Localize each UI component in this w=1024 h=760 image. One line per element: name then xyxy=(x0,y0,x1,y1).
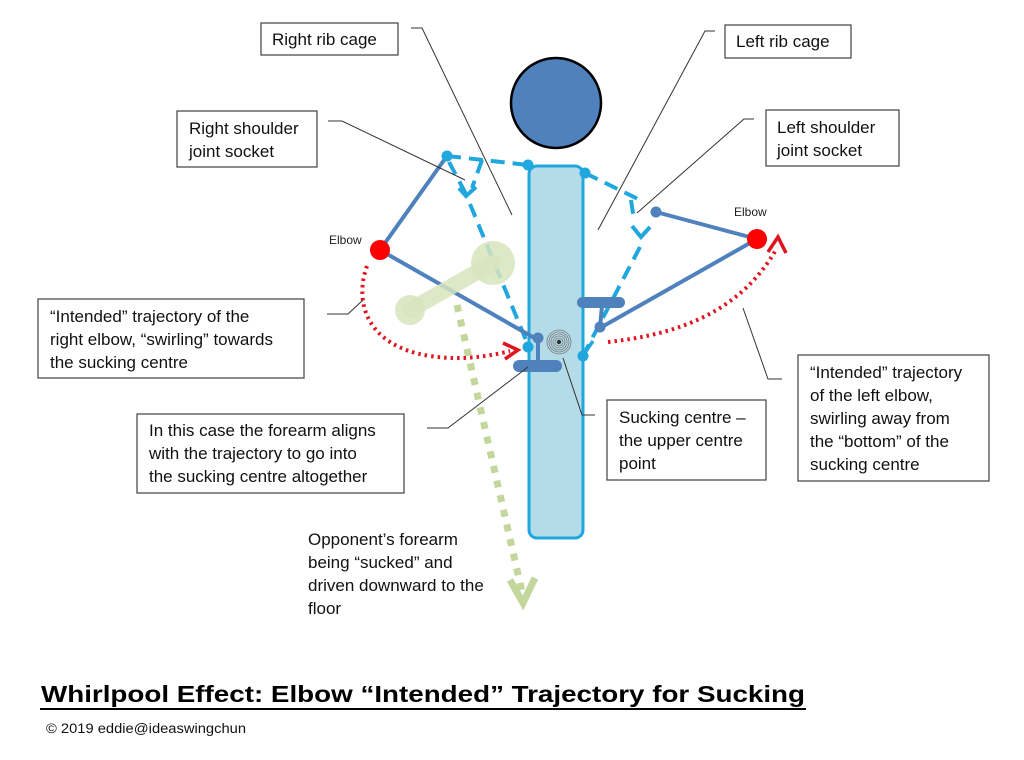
left-rib-v-marker xyxy=(630,224,652,241)
right-rib-inner-dash xyxy=(470,159,484,189)
joint-dots xyxy=(441,150,595,362)
left-arm xyxy=(577,206,759,333)
label-text: Sucking centre – the upper centre point xyxy=(619,408,750,473)
diagram-title: Whirlpool Effect: Elbow “Intended” Traje… xyxy=(41,681,805,707)
right-shoulder-down-dash xyxy=(447,161,469,197)
right-arm xyxy=(378,154,562,372)
label-text: Right rib cage xyxy=(272,30,377,49)
left-elbow-trajectory xyxy=(607,233,788,344)
right-shoulder-to-torso-dash xyxy=(446,154,529,167)
right-hand-bar xyxy=(513,360,562,372)
opponent-forearm-path-dotted xyxy=(453,304,526,593)
leader-lines xyxy=(327,27,782,429)
left-wrist-dot xyxy=(594,321,606,333)
right-rib-v-marker xyxy=(457,185,478,199)
opponent-hand-circle xyxy=(471,241,515,285)
right-forearm xyxy=(378,248,540,342)
label-text: Right shoulder joint socket xyxy=(188,119,303,161)
torso-top-right-dot xyxy=(579,167,591,179)
sucking-centre-spiral-icon xyxy=(546,329,572,355)
left-elbow-trajectory-path xyxy=(607,247,779,344)
label-text: “Intended” trajectory of the right elbow… xyxy=(50,307,278,372)
opponent-forearm-arrowhead-icon xyxy=(506,576,539,611)
left-shoulder-socket-dot xyxy=(650,206,662,218)
left-rib-inner-dash xyxy=(629,199,636,221)
label-text: Opponent’s forearm being “sucked” and dr… xyxy=(308,530,489,618)
left-forearm xyxy=(598,237,759,330)
label-sucking-centre: Sucking centre – the upper centre point xyxy=(606,399,767,481)
left-trajectory-arrowhead-icon xyxy=(766,233,788,254)
label-text: “Intended” trajectory of the left elbow,… xyxy=(810,363,967,474)
label-left-shoulder-socket: Left shoulder joint socket xyxy=(765,109,900,167)
label-right-rib-cage: Right rib cage xyxy=(260,22,399,56)
opponent-forearm xyxy=(395,241,539,611)
right-elbow-trajectory xyxy=(360,265,522,361)
leader-right-rib-cage xyxy=(411,27,513,216)
right-wrist-dot xyxy=(532,332,544,344)
left-hand-bar xyxy=(577,297,625,308)
torso-top-left-dot xyxy=(522,159,534,171)
left-shoulder-to-torso-dash xyxy=(584,171,641,202)
leader-forearm-alignment xyxy=(427,366,529,429)
label-forearm-alignment: In this case the forearm aligns with the… xyxy=(136,413,405,494)
copyright-notice: © 2019 eddie@ideaswingchun xyxy=(46,721,246,736)
right-trajectory-arrowhead-icon xyxy=(502,341,522,361)
leader-right-trajectory xyxy=(327,299,364,315)
right-elbow-label: Elbow xyxy=(329,233,362,247)
right-shoulder-dot xyxy=(441,150,453,162)
label-text: Left rib cage xyxy=(736,32,830,51)
label-opponent-forearm: Opponent’s forearm being “sucked” and dr… xyxy=(308,530,489,618)
leader-left-rib-cage xyxy=(597,30,715,231)
label-right-shoulder-socket: Right shoulder joint socket xyxy=(176,110,318,168)
left-rib-bottom-tick xyxy=(582,340,595,355)
leader-left-shoulder xyxy=(636,118,754,214)
left-upper-arm xyxy=(654,210,759,241)
leader-left-trajectory xyxy=(742,307,782,380)
left-rib-to-hand-dash xyxy=(584,246,642,351)
label-text: Left shoulder joint socket xyxy=(776,118,880,160)
left-elbow-label: Elbow xyxy=(734,205,767,219)
right-elbow-joint xyxy=(370,240,390,260)
left-elbow-joint xyxy=(747,229,767,249)
label-right-elbow-trajectory: “Intended” trajectory of the right elbow… xyxy=(37,298,305,379)
head xyxy=(509,56,603,150)
right-rib-bottom-dot xyxy=(522,341,534,353)
opponent-elbow-circle xyxy=(395,295,425,325)
label-left-elbow-trajectory: “Intended” trajectory of the left elbow,… xyxy=(797,354,990,482)
label-left-rib-cage: Left rib cage xyxy=(724,24,852,59)
label-text: In this case the forearm aligns with the… xyxy=(148,421,381,486)
leader-sucking-centre xyxy=(562,357,595,416)
leader-right-shoulder xyxy=(328,120,466,181)
right-upper-arm xyxy=(378,154,449,252)
